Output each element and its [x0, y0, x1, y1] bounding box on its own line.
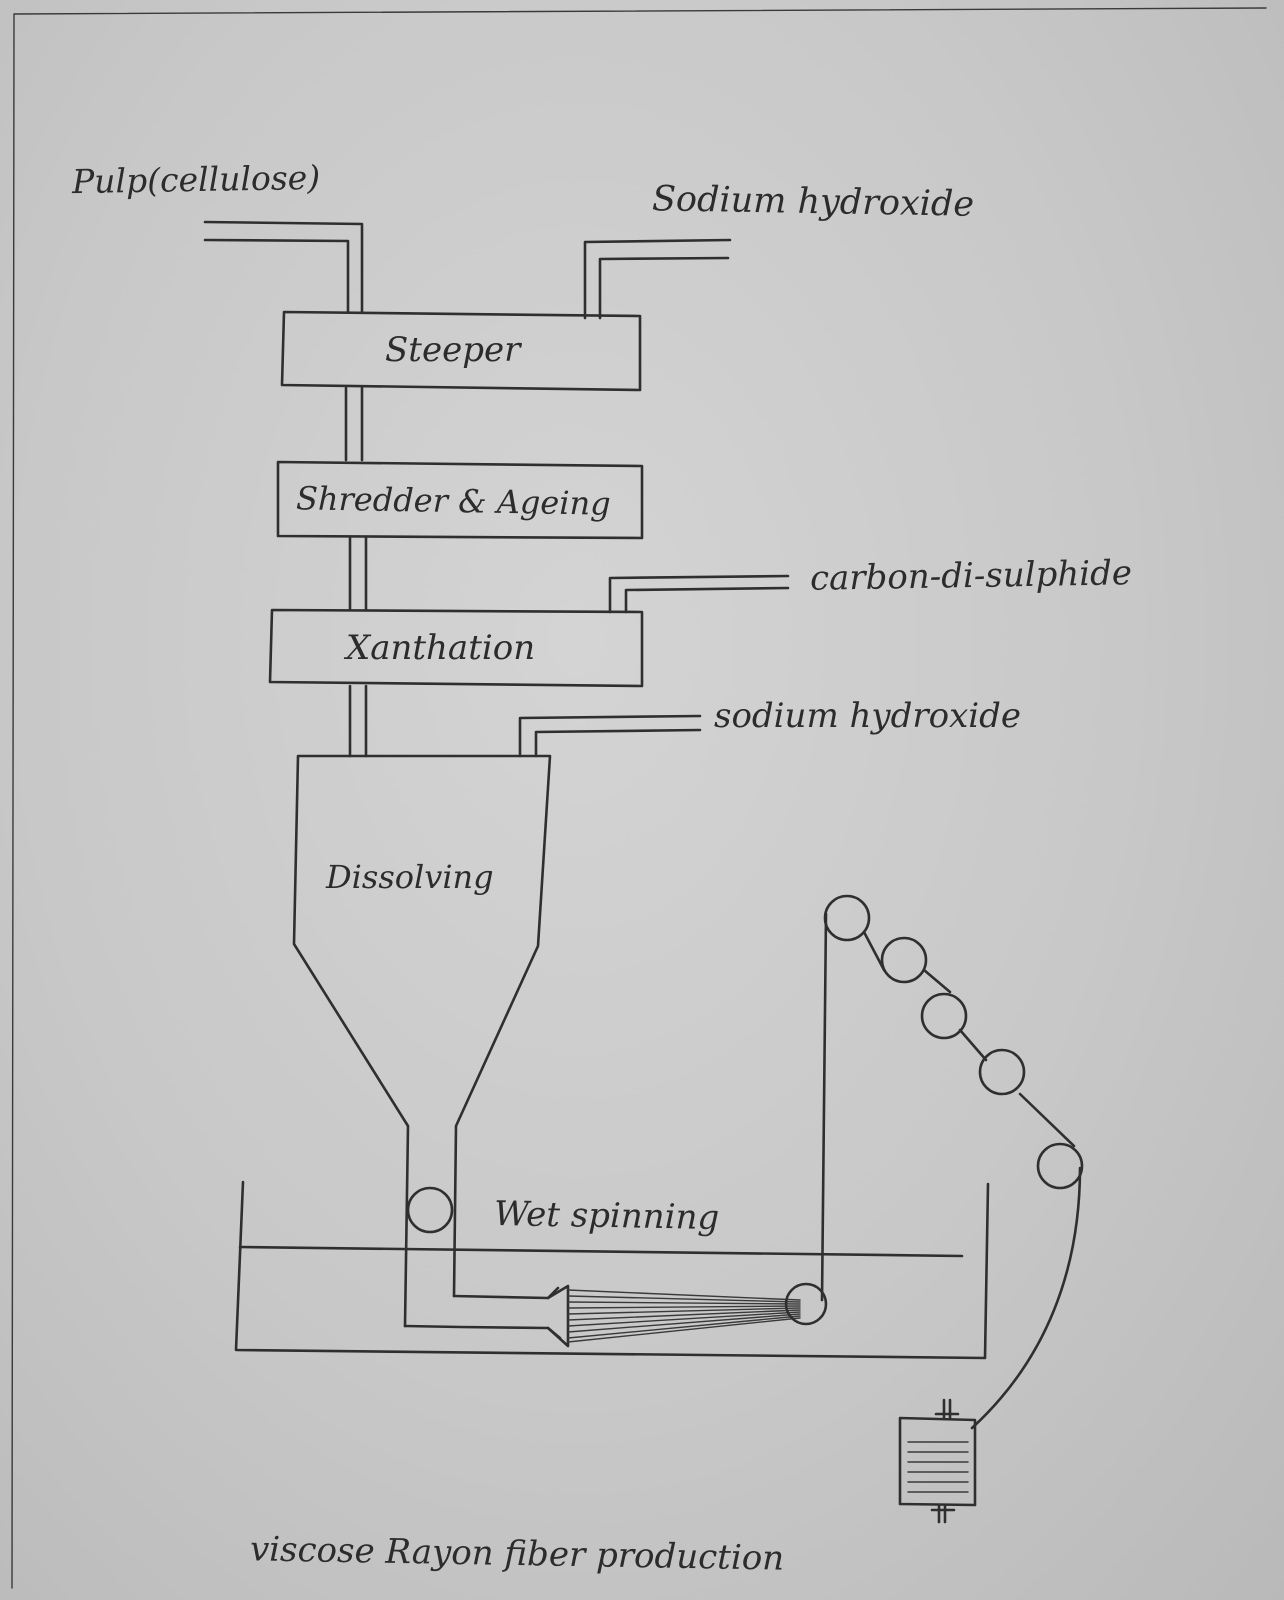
fiber-path-to-bobbin	[970, 1166, 1082, 1430]
steeper-box	[280, 310, 642, 392]
spinneret-nozzle	[546, 1284, 570, 1348]
take-up-bobbin	[898, 1398, 977, 1524]
naoh-mid-feed-pipe	[518, 714, 702, 758]
label-pulp: Pulp(cellulose)	[71, 157, 321, 202]
godet-roller-1	[823, 894, 871, 942]
label-shredder: Shredder & Ageing	[295, 479, 611, 523]
label-sodium-hydroxide-mid: sodium hydroxide	[714, 696, 1022, 736]
guide-roller-small	[406, 1186, 454, 1234]
pipe-xanthation-dissolving	[348, 684, 368, 758]
spinneret-feed-pipe	[403, 1286, 562, 1340]
pipe-steeper-shredder	[344, 386, 364, 462]
godet-roller-4	[978, 1048, 1026, 1096]
godet-roller-3	[920, 992, 968, 1040]
godet-roller-2	[880, 936, 928, 984]
bath-take-off-roller	[784, 1282, 828, 1326]
label-wet-spinning: Wet spinning	[493, 1194, 720, 1238]
pulp-feed-pipe	[203, 220, 364, 314]
label-steeper: Steeper	[385, 330, 521, 370]
page-border	[11, 7, 1267, 1589]
spinning-bath	[234, 1180, 990, 1360]
shredder-box	[276, 460, 644, 540]
fiber-path-vertical	[820, 912, 828, 1302]
dissolving-tank	[292, 754, 552, 1328]
bath-liquid-level	[238, 1245, 964, 1258]
cs2-feed-pipe	[608, 574, 790, 614]
pipe-shredder-xanthation	[348, 536, 368, 612]
fiber-path-godets	[862, 930, 1076, 1148]
label-dissolving: Dissolving	[326, 858, 494, 896]
filament-bundle	[567, 1289, 801, 1343]
label-xanthation: Xanthation	[346, 628, 536, 668]
godet-roller-5	[1036, 1142, 1084, 1190]
label-sodium-hydroxide-top: Sodium hydroxide	[651, 179, 975, 225]
naoh-top-feed-pipe	[583, 238, 732, 320]
xanthation-box	[268, 608, 644, 688]
label-carbon-disulphide: carbon-di-sulphide	[809, 553, 1133, 599]
